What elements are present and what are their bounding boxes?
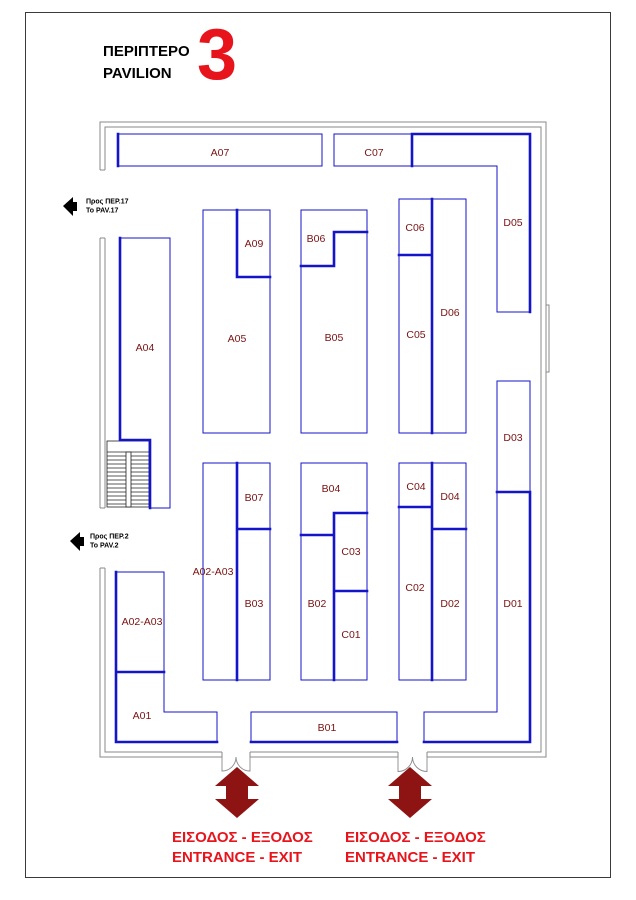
booth-c05: C05 — [398, 254, 433, 434]
booth-a01: A01 — [115, 671, 218, 743]
partition-c04-d02 — [397, 461, 468, 682]
entrance-exit-left-greek: ΕΙΣΟΔΟΣ - ΕΞΟΔΟΣ — [172, 829, 313, 846]
booth-a02-a03-center-label: A02-A03 — [193, 566, 234, 578]
booth-a04-label: A04 — [136, 342, 155, 354]
title-greek: ΠΕΡΙΠΤΕΡΟ — [103, 43, 190, 60]
door-right-swing — [397, 756, 428, 772]
staircase-steps — [107, 455, 149, 505]
booth-b01: B01 — [250, 711, 398, 743]
entrance-exit-right-greek: ΕΙΣΟΔΟΣ - ΕΞΟΔΟΣ — [345, 829, 486, 846]
staircase-divider — [125, 451, 132, 508]
booth-c01: C01 — [333, 590, 368, 681]
booth-d03-label: D03 — [503, 432, 522, 444]
direction-pav17-greek: Προς ΠΕΡ.17 — [86, 199, 129, 206]
booths: A07 C07 D05 A04 A05 A09 B05 B06 — [115, 133, 531, 743]
booth-a01-outline — [115, 671, 218, 743]
booth-b02-label: B02 — [308, 598, 327, 610]
booth-d02-label: D02 — [440, 598, 459, 610]
booth-a09: A09 — [236, 209, 271, 278]
partition-a04 — [118, 236, 152, 510]
booth-c05-label: C05 — [406, 329, 425, 341]
direction-pav2-english: To PAV.2 — [90, 543, 119, 550]
booth-b04-label: B04 — [322, 483, 341, 495]
booth-d04: D04 — [431, 462, 467, 530]
booth-b03-label: B03 — [245, 598, 264, 610]
entrance-exit-right-english: ENTRANCE - EXIT — [345, 849, 475, 866]
direction-pav2-greek: Προς ΠΕΡ.2 — [90, 534, 129, 541]
booth-a09-label: A09 — [245, 238, 264, 250]
booth-b06-label: B06 — [307, 233, 326, 245]
booth-c03: C03 — [333, 512, 368, 592]
direction-pav17: Προς ΠΕΡ.17 To PAV.17 — [63, 197, 129, 216]
partition-b04-c01 — [299, 511, 369, 682]
partition-a01 — [114, 570, 219, 744]
left-arrow-icon — [63, 197, 77, 216]
booth-d05-label: D05 — [503, 217, 522, 229]
booth-a05-label: A05 — [228, 333, 247, 345]
building-walls — [99, 121, 550, 772]
booth-a02-a03-center: A02-A03 — [193, 462, 238, 681]
left-arrow-icon — [70, 532, 84, 551]
booth-d01-label: D01 — [503, 598, 522, 610]
booth-b07: B07 — [236, 462, 271, 530]
booth-d04-label: D04 — [440, 491, 459, 503]
booth-c04: C04 — [398, 462, 433, 508]
entrance-exit-right: ΕΙΣΟΔΟΣ - ΕΞΟΔΟΣ ENTRANCE - EXIT — [345, 767, 486, 866]
booth-b02: B02 — [300, 534, 335, 681]
booth-a02-a03-left-label: A02-A03 — [122, 616, 163, 628]
page-frame — [25, 12, 611, 878]
booth-c04-label: C04 — [406, 481, 425, 493]
booth-c07-label: C07 — [364, 147, 383, 159]
booth-b03: B03 — [236, 528, 271, 681]
booth-a07: A07 — [117, 133, 323, 167]
up-down-arrow-icon — [215, 767, 259, 818]
door-left-swing — [221, 756, 251, 772]
booth-c02-label: C02 — [405, 582, 424, 594]
partition-b06 — [299, 230, 369, 268]
partition-top-row — [116, 132, 532, 314]
partition-c06-d06 — [397, 197, 434, 435]
booth-d02: D02 — [431, 528, 467, 681]
wall-right-recess — [546, 304, 550, 373]
entrance-exit-left-english: ENTRANCE - EXIT — [172, 849, 302, 866]
partition-b07-b03 — [235, 461, 272, 682]
booth-c07: C07 — [333, 133, 413, 167]
booth-c03-label: C03 — [341, 546, 360, 558]
direction-pav2: Προς ΠΕΡ.2 To PAV.2 — [70, 532, 129, 551]
booth-d06-label: D06 — [440, 307, 459, 319]
booth-c01-label: C01 — [341, 629, 360, 641]
booth-c06: C06 — [398, 198, 433, 256]
wall-opening-caps — [100, 169, 428, 757]
wall-outer-line — [99, 121, 547, 758]
booth-a07-label: A07 — [211, 147, 230, 159]
booth-d03: D03 — [496, 380, 531, 493]
partition-a09 — [235, 208, 272, 279]
booth-c05-outline — [398, 254, 433, 434]
direction-pav17-english: To PAV.17 — [86, 208, 119, 215]
booth-b07-label: B07 — [245, 492, 264, 504]
staircase — [106, 440, 150, 508]
entrance-exit-left: ΕΙΣΟΔΟΣ - ΕΞΟΔΟΣ ENTRANCE - EXIT — [172, 767, 313, 866]
up-down-arrow-icon — [388, 767, 432, 818]
partition-d01 — [422, 490, 532, 744]
booth-partition-lines — [114, 132, 532, 744]
header: ΠΕΡΙΠΤΕΡΟ PAVILION 3 — [103, 15, 237, 95]
booth-d05: D05 — [411, 133, 531, 313]
booth-c06-label: C06 — [405, 222, 424, 234]
booth-c02: C02 — [398, 506, 433, 681]
booth-a01-label: A01 — [133, 710, 152, 722]
title-english: PAVILION — [103, 65, 172, 82]
booth-d06: D06 — [431, 198, 467, 434]
booth-b01-label: B01 — [318, 722, 337, 734]
booth-b05-label: B05 — [325, 332, 344, 344]
booth-a02-a03-left: A02-A03 — [115, 571, 165, 673]
wall-inner-line — [104, 126, 542, 753]
pavilion-number: 3 — [197, 15, 237, 95]
